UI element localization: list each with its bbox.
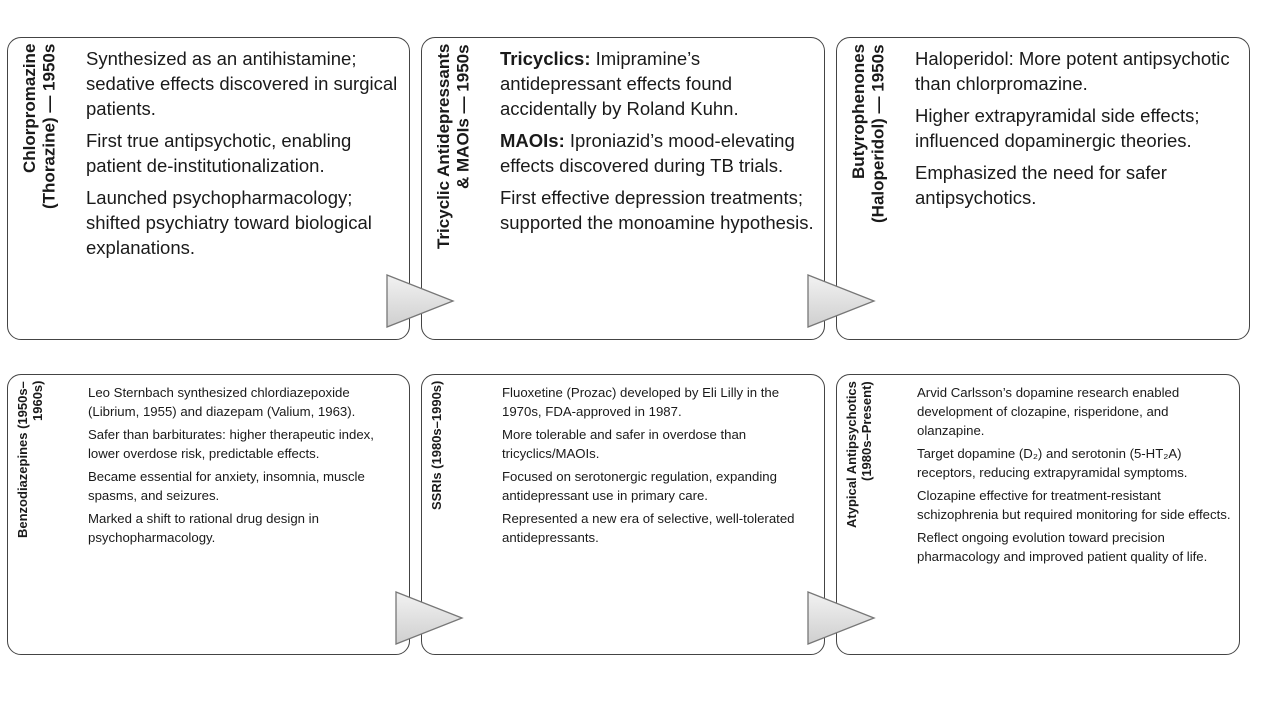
bullet-text: First effective depression treatments; s… — [500, 187, 814, 233]
bullet-text: More tolerable and safer in overdose tha… — [502, 427, 747, 461]
stage-title-line: Benzodiazepines (1950s– — [15, 381, 30, 538]
bullet-text: Reflect ongoing evolution toward precisi… — [917, 530, 1208, 564]
bullet-item: Emphasized the need for safer antipsycho… — [915, 160, 1249, 210]
bullet-item: Arvid Carlsson’s dopamine research enabl… — [917, 383, 1239, 440]
stage-box: Atypical Antipsychotics(1980s–Present)Ar… — [836, 374, 1240, 655]
bullet-item: Haloperidol: More potent antipsychotic t… — [915, 46, 1249, 96]
bullet-text: Focused on serotonergic regulation, expa… — [502, 469, 777, 503]
bullet-text: First true antipsychotic, enabling patie… — [86, 130, 352, 176]
bullet-text: Iproniazid’s mood-elevating effects disc… — [500, 130, 795, 176]
bullet-text: Arvid Carlsson’s dopamine research enabl… — [917, 385, 1180, 438]
stage-box: Tricyclic Antidepressants& MAOIs — 1950s… — [421, 37, 825, 340]
bullet-text: Synthesized as an antihistamine; sedativ… — [86, 48, 398, 119]
bullet-item: Higher extrapyramidal side effects; infl… — [915, 103, 1249, 153]
triangle-arrow-right-icon — [395, 591, 464, 645]
bullet-text: Clozapine effective for treatment-resist… — [917, 488, 1231, 522]
bullet-text: Safer than barbiturates: higher therapeu… — [88, 427, 374, 461]
bullet-item: Focused on serotonergic regulation, expa… — [502, 467, 824, 505]
bullet-text: Target dopamine (D₂) and serotonin (5-HT… — [917, 446, 1188, 480]
stage-box: SSRIs (1980s–1990s)Fluoxetine (Prozac) d… — [421, 374, 825, 655]
bullet-text: Emphasized the need for safer antipsycho… — [915, 162, 1167, 208]
bullet-text: Launched psychopharmacology; shifted psy… — [86, 187, 372, 258]
bullet-label: Tricyclics: — [500, 48, 591, 69]
bullet-item: Leo Sternbach synthesized chlordiazepoxi… — [88, 383, 409, 421]
stage-box: Benzodiazepines (1950s–1960s) Leo Sternba… — [7, 374, 410, 655]
triangle-arrow-right-icon — [807, 274, 876, 328]
stage-title-line: (Thorazine) — 1950s — [39, 44, 59, 210]
bullet-text: Leo Sternbach synthesized chlordiazepoxi… — [88, 385, 356, 419]
bullet-text: Haloperidol: More potent antipsychotic t… — [915, 48, 1230, 94]
bullet-text: Fluoxetine (Prozac) developed by Eli Lil… — [502, 385, 780, 419]
bullet-text: Represented a new era of selective, well… — [502, 511, 795, 545]
stage-title: Chlorpromazine(Thorazine) — 1950s — [20, 38, 72, 339]
bullet-item: First true antipsychotic, enabling patie… — [86, 128, 409, 178]
bullet-text: Higher extrapyramidal side effects; infl… — [915, 105, 1200, 151]
stage-bullets: Synthesized as an antihistamine; sedativ… — [86, 38, 409, 339]
stage-title: Benzodiazepines (1950s–1960s) — [15, 375, 54, 654]
bullet-text: Marked a shift to rational drug design i… — [88, 511, 319, 545]
bullet-item: Launched psychopharmacology; shifted psy… — [86, 185, 409, 260]
stage-bullets: Tricyclics: Imipramine’s antidepressant … — [500, 38, 824, 339]
stage-bullets: Leo Sternbach synthesized chlordiazepoxi… — [88, 375, 409, 654]
stage-title-line: Chlorpromazine — [20, 44, 39, 174]
bullet-item: First effective depression treatments; s… — [500, 185, 824, 235]
stage-title-line: 1960s) — [29, 381, 45, 422]
bullet-item: Target dopamine (D₂) and serotonin (5-HT… — [917, 444, 1239, 482]
bullet-item: Became essential for anxiety, insomnia, … — [88, 467, 409, 505]
bullet-item: More tolerable and safer in overdose tha… — [502, 425, 824, 463]
bullet-text: Imipramine’s antidepressant effects foun… — [500, 48, 739, 119]
bullet-item: Clozapine effective for treatment-resist… — [917, 486, 1239, 524]
bullet-item: Tricyclics: Imipramine’s antidepressant … — [500, 46, 824, 121]
triangle-arrow-right-icon — [807, 591, 876, 645]
stage-title-line: & MAOIs — 1950s — [453, 44, 473, 189]
bullet-item: Represented a new era of selective, well… — [502, 509, 824, 547]
bullet-text: Became essential for anxiety, insomnia, … — [88, 469, 365, 503]
stage-box: Chlorpromazine(Thorazine) — 1950s Synthes… — [7, 37, 410, 340]
bullet-item: Fluoxetine (Prozac) developed by Eli Lil… — [502, 383, 824, 421]
stage-bullets: Fluoxetine (Prozac) developed by Eli Lil… — [502, 375, 824, 654]
stage-bullets: Arvid Carlsson’s dopamine research enabl… — [917, 375, 1239, 654]
triangle-arrow-right-icon — [386, 274, 455, 328]
bullet-item: Safer than barbiturates: higher therapeu… — [88, 425, 409, 463]
bullet-item: Synthesized as an antihistamine; sedativ… — [86, 46, 409, 121]
bullet-item: Reflect ongoing evolution toward precisi… — [917, 528, 1239, 566]
bullet-label: MAOIs: — [500, 130, 565, 151]
stage-bullets: Haloperidol: More potent antipsychotic t… — [915, 38, 1249, 339]
bullet-item: MAOIs: Iproniazid’s mood-elevating effec… — [500, 128, 824, 178]
bullet-item: Marked a shift to rational drug design i… — [88, 509, 409, 547]
